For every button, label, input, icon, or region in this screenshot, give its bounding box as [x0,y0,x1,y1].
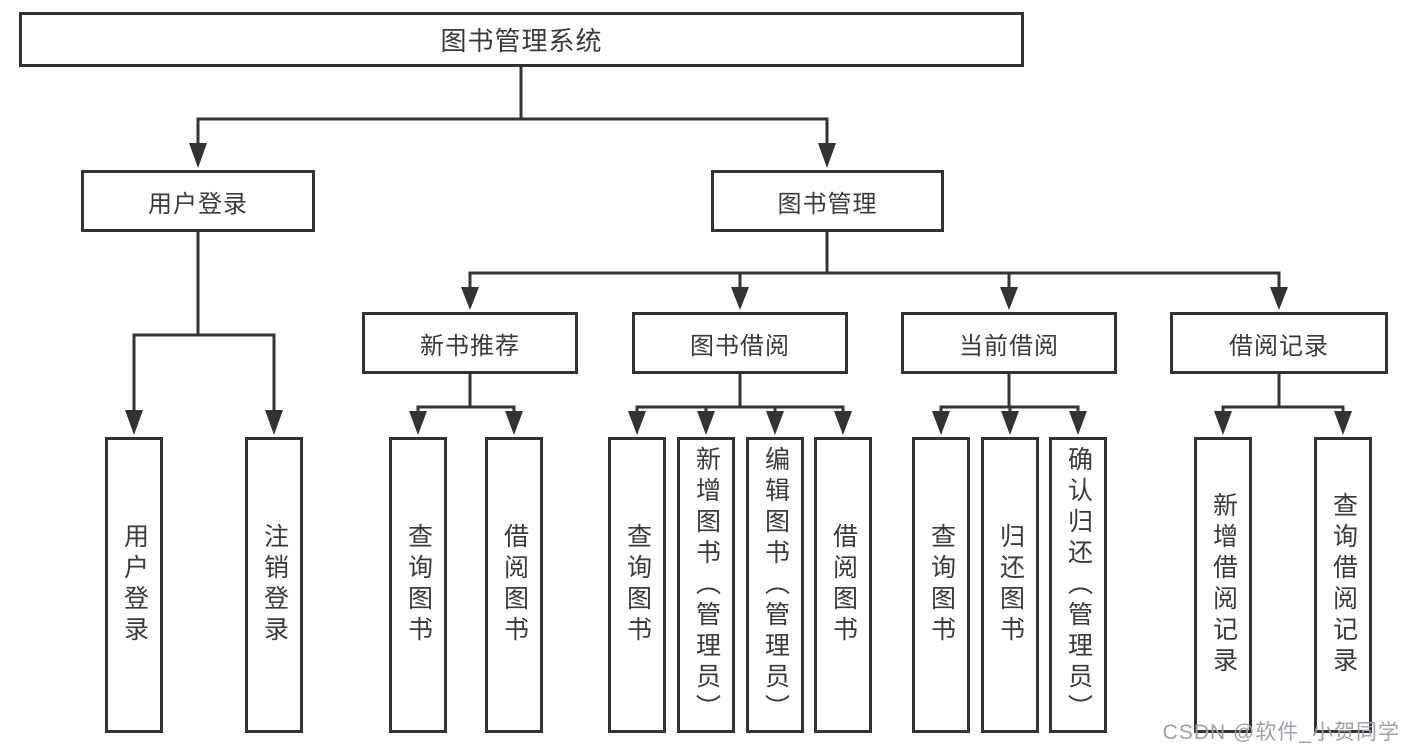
node-book-management: 图书管理 [711,170,944,232]
leaf-add-books-admin-label: 新增图书（管理员） [692,445,721,725]
leaf-user-login-label: 用户登录 [120,523,149,647]
leaf-confirm-return-admin-label: 确认归还（管理员） [1064,445,1093,725]
node-book-management-label: 图书管理 [777,190,878,218]
connector-arrowheads [125,143,1352,435]
node-root-label: 图书管理系统 [440,26,603,56]
leaf-query-books-borrow: 查询图书 [608,437,666,733]
leaf-query-borrow-record-label: 查询借阅记录 [1329,492,1358,678]
node-book-borrow: 图书借阅 [632,312,848,374]
leaf-query-books-recommend-label: 查询图书 [404,523,433,647]
leaf-borrow-books-recommend-label: 借阅图书 [500,523,529,647]
leaf-query-books-recommend: 查询图书 [389,437,447,733]
leaf-return-books-label: 归还图书 [996,523,1025,647]
node-book-borrow-label: 图书借阅 [690,332,790,360]
leaf-add-borrow-record-label: 新增借阅记录 [1209,492,1238,678]
node-current-borrow: 当前借阅 [901,312,1117,374]
node-user-login: 用户登录 [81,170,315,232]
leaf-confirm-return-admin: 确认归还（管理员） [1049,437,1107,733]
leaf-edit-books-admin-label: 编辑图书（管理员） [761,445,790,725]
connector-paths [132,67,1345,412]
node-root: 图书管理系统 [19,12,1024,67]
leaf-user-login: 用户登录 [105,437,163,733]
leaf-borrow-books-recommend: 借阅图书 [485,437,543,733]
leaf-add-books-admin: 新增图书（管理员） [677,437,735,733]
node-borrow-records-label: 借阅记录 [1229,332,1329,360]
leaf-query-books-current-label: 查询图书 [927,523,956,647]
leaf-edit-books-admin: 编辑图书（管理员） [746,437,804,733]
leaf-add-borrow-record: 新增借阅记录 [1194,437,1252,733]
leaf-query-books-current: 查询图书 [912,437,970,733]
node-current-borrow-label: 当前借阅 [959,332,1059,360]
node-new-book-recommend: 新书推荐 [362,312,578,374]
leaf-borrow-books: 借阅图书 [814,437,872,733]
leaf-borrow-books-label: 借阅图书 [829,523,858,647]
node-user-login-label: 用户登录 [148,190,248,218]
leaf-return-books: 归还图书 [981,437,1039,733]
node-borrow-records: 借阅记录 [1170,312,1388,374]
leaf-query-books-borrow-label: 查询图书 [623,523,652,647]
csdn-watermark: CSDN @软件_小贺同学 [1162,721,1400,744]
leaf-logout-label: 注销登录 [260,523,289,647]
node-new-book-recommend-label: 新书推荐 [420,332,520,360]
leaf-logout: 注销登录 [245,437,303,733]
leaf-query-borrow-record: 查询借阅记录 [1314,437,1372,733]
